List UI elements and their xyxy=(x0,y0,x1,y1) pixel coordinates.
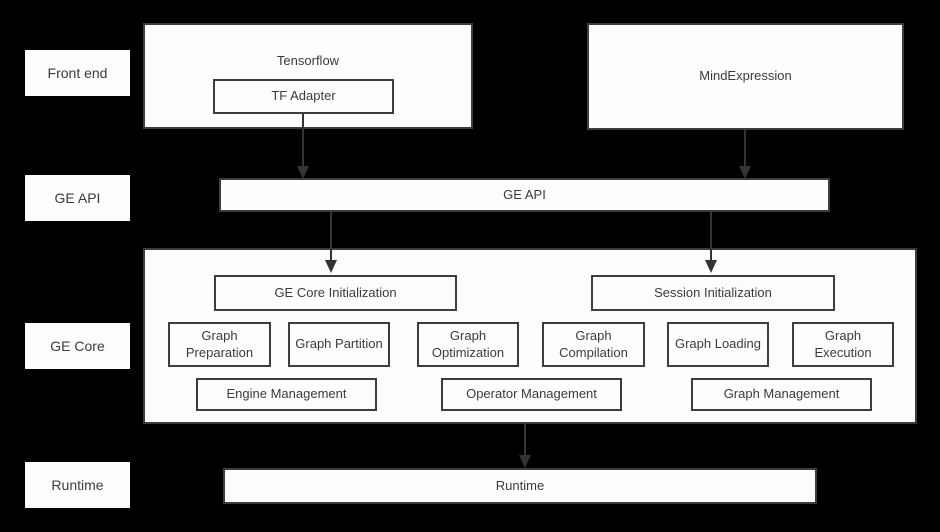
arrow-tf-adapter-to-ge-api xyxy=(297,114,309,179)
layer-label-ge-api: GE API xyxy=(25,175,130,221)
arrow-head-icon xyxy=(519,455,531,468)
arrow-ge-core-to-runtime xyxy=(519,424,531,468)
tf-adapter-box: TF Adapter xyxy=(213,79,394,114)
arrow-head-icon xyxy=(705,260,717,273)
session-initialization-box: Session Initialization xyxy=(591,275,835,311)
arrow-head-icon xyxy=(297,166,309,179)
graph-execution-box: Graph Execution xyxy=(792,322,894,367)
graph-optimization-box: Graph Optimization xyxy=(417,322,519,367)
arrow-shaft xyxy=(330,212,332,260)
tensorflow-label: Tensorflow xyxy=(276,53,340,68)
layer-label-front-end: Front end xyxy=(25,50,130,96)
engine-management-box: Engine Management xyxy=(196,378,377,411)
graph-partition-box: Graph Partition xyxy=(288,322,390,367)
arrow-head-icon xyxy=(739,166,751,179)
arrow-shaft xyxy=(710,212,712,260)
tensorflow-box: Tensorflow TF Adapter xyxy=(143,23,473,129)
layer-label-ge-core: GE Core xyxy=(25,323,130,369)
arrow-head-icon xyxy=(325,260,337,273)
ge-api-bar: GE API xyxy=(219,178,830,212)
operator-management-box: Operator Management xyxy=(441,378,622,411)
arrow-ge-api-to-ge-core-initialization xyxy=(325,212,337,273)
ge-core-box: GE Core Initialization Session Initializ… xyxy=(143,248,917,424)
graph-loading-box: Graph Loading xyxy=(667,322,769,367)
arrow-shaft xyxy=(302,114,304,166)
graph-preparation-box: Graph Preparation xyxy=(168,322,271,367)
ge-core-initialization-box: GE Core Initialization xyxy=(214,275,457,311)
mindexpression-box: MindExpression xyxy=(587,23,904,130)
runtime-bar: Runtime xyxy=(223,468,817,504)
graph-management-box: Graph Management xyxy=(691,378,872,411)
arrow-shaft xyxy=(744,130,746,166)
layer-label-runtime: Runtime xyxy=(25,462,130,508)
arrow-ge-api-to-session-initialization xyxy=(705,212,717,273)
arrow-shaft xyxy=(524,424,526,455)
arrow-mindexpression-to-ge-api xyxy=(739,130,751,179)
graph-compilation-box: Graph Compilation xyxy=(542,322,645,367)
